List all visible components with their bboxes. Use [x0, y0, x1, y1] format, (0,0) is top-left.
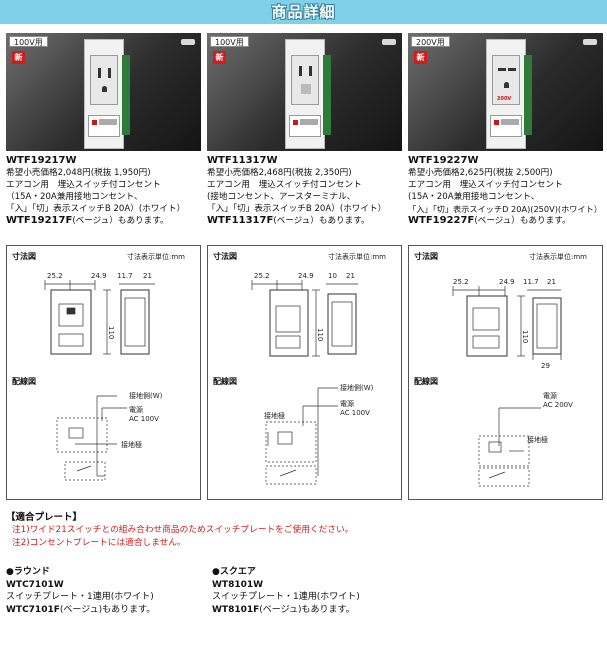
- power-label: 電源: [543, 391, 557, 400]
- plate-variant-model: WTC7101F: [6, 604, 60, 615]
- header-bar: 商品詳細: [0, 0, 607, 24]
- model-number: WTF19227W: [408, 155, 479, 166]
- dim-width: 21: [547, 278, 556, 286]
- new-badge: 新: [213, 51, 226, 64]
- plate-round: ●ラウンド WTC7101W スイッチプレート・1連用(ホワイト) WTC710…: [6, 566, 155, 616]
- variant-model: WTF19217F: [6, 215, 73, 226]
- plate-variant-model: WT8101F: [212, 604, 260, 615]
- product-photo-3: 200V用 新 200V: [408, 33, 603, 151]
- plate-variant-text: (ベージュ)もあります。: [59, 604, 156, 615]
- description-line: エアコン用 埋込スイッチ付コンセント: [6, 180, 161, 190]
- voltage-tag: 100V用: [210, 36, 249, 47]
- power-value: AC 200V: [543, 401, 573, 409]
- outlet-device-image: [279, 39, 331, 149]
- wiring-title: 配線図: [213, 376, 237, 386]
- description-line: 「入」「切」表示スイッチB 20A）(ホワイト）: [207, 204, 387, 214]
- price: 希望小売価格2,625円(税抜 2,500円): [408, 168, 553, 178]
- dim-width: 25.2: [47, 272, 63, 280]
- plate-heading: ●ラウンド: [6, 567, 50, 577]
- plug-icon: [181, 39, 195, 45]
- unit-note: 寸法表示単位:mm: [127, 252, 185, 261]
- dimension-title: 寸法図: [213, 251, 237, 261]
- dimension-title: 寸法図: [414, 251, 438, 261]
- dim-height: 110: [316, 328, 324, 341]
- voltage-tag: 100V用: [9, 36, 48, 47]
- power-value: AC 100V: [340, 409, 370, 417]
- product-spec-2: WTF11317W 希望小売価格2,468円(税抜 2,350円) エアコン用 …: [207, 155, 407, 227]
- dim-width: 24.9: [298, 272, 314, 280]
- price: 希望小売価格2,048円(税抜 1,950円): [6, 168, 151, 178]
- earth-label: 接地極: [121, 440, 142, 449]
- plate-desc: スイッチプレート・1連用(ホワイト): [212, 592, 360, 602]
- ground-label: 接地側(W): [129, 391, 163, 400]
- voltage-marking: 200V: [497, 96, 512, 102]
- power-label: 電源: [129, 405, 143, 414]
- model-number: WTF11317W: [207, 155, 278, 166]
- dim-width: 21: [143, 272, 152, 280]
- wiring-title: 配線図: [414, 376, 438, 386]
- variant-model: WTF19227F: [408, 215, 475, 226]
- unit-note: 寸法表示単位:mm: [529, 252, 587, 261]
- dim-width: 25.2: [453, 278, 469, 286]
- plate-heading: ●スクエア: [212, 567, 256, 577]
- plate-model: WT8101W: [212, 579, 264, 590]
- description-line: (接地コンセント、アースターミナル、: [207, 192, 356, 202]
- earth-label: 接地極: [527, 435, 548, 444]
- plug-icon: [382, 39, 396, 45]
- plug-icon: [583, 39, 597, 45]
- dim-width: 11.7: [117, 272, 133, 280]
- variant-text: (ベージュ）もあります。: [72, 216, 169, 226]
- plate-variant-text: (ベージュ)もあります。: [259, 604, 355, 615]
- wiring-title: 配線図: [12, 376, 36, 386]
- description-line: エアコン用 埋込スイッチ付コンセント: [408, 180, 563, 190]
- dim-height: 110: [107, 326, 115, 339]
- note-2: 注2)コンセントプレートには適合しません。: [12, 538, 186, 548]
- dim-height: 110: [521, 330, 529, 343]
- outlet-device-image: 200V: [480, 39, 532, 149]
- page-title: 商品詳細: [271, 3, 336, 21]
- new-badge: 新: [414, 51, 427, 64]
- drawing-panel-1: 寸法図 寸法表示単位:mm 25.2 24.9 11.7 21 110: [6, 245, 201, 500]
- plate-square: ●スクエア WT8101W スイッチプレート・1連用(ホワイト) WT8101F…: [212, 566, 360, 616]
- compatible-plates-section: 【適合プレート】 注1)ワイド21スイッチとの組み合わせ商品のためスイッチプレー…: [6, 512, 606, 550]
- description-line: (15A・20A兼用接地コンセント、: [408, 192, 540, 202]
- variant-model: WTF11317F: [207, 215, 274, 226]
- power-label: 電源: [340, 399, 354, 408]
- plate-desc: スイッチプレート・1連用(ホワイト): [6, 592, 154, 602]
- ground-label: 接地側(W): [340, 383, 374, 392]
- drawing-panel-3: 寸法図 寸法表示単位:mm 25.2 24.9 11.7 21 110 29 配…: [408, 245, 603, 500]
- product-spec-3: WTF19227W 希望小売価格2,625円(税抜 2,500円) エアコン用 …: [408, 155, 607, 227]
- variant-text: (ベージュ）もあります。: [273, 216, 370, 226]
- note-1: 注1)ワイド21スイッチとの組み合わせ商品のためスイッチプレートをご使用ください…: [12, 525, 354, 535]
- dim-width: 10: [328, 272, 337, 280]
- price: 希望小売価格2,468円(税抜 2,350円): [207, 168, 352, 178]
- dim-width: 24.9: [91, 272, 107, 280]
- dim-width: 21: [346, 272, 355, 280]
- power-value: AC 100V: [129, 415, 159, 423]
- new-badge: 新: [12, 51, 25, 64]
- product-spec-1: WTF19217W 希望小売価格2,048円(税抜 1,950円) エアコン用 …: [6, 155, 206, 227]
- drawing-panel-2: 寸法図 寸法表示単位:mm 25.2 24.9 10 21 110 配線図 接地…: [207, 245, 402, 500]
- dim-width: 24.9: [499, 278, 515, 286]
- description-line: （15A・20A兼用接地コンセント、: [6, 192, 143, 202]
- unit-note: 寸法表示単位:mm: [328, 252, 386, 261]
- dim-bottom: 29: [541, 362, 550, 370]
- product-photo-2: 100V用 新: [207, 33, 402, 151]
- description-line: エアコン用 埋込スイッチ付コンセント: [207, 180, 362, 190]
- section-title: 【適合プレート】: [6, 512, 83, 523]
- dim-width: 11.7: [523, 278, 539, 286]
- product-photo-1: 100V用 新: [6, 33, 201, 151]
- dimension-title: 寸法図: [12, 251, 36, 261]
- plate-model: WTC7101W: [6, 579, 64, 590]
- dim-width: 25.2: [254, 272, 270, 280]
- description-line: 「入」「切」表示スイッチB 20A）(ホワイト）: [6, 204, 186, 214]
- voltage-tag: 200V用: [411, 36, 450, 47]
- model-number: WTF19217W: [6, 155, 77, 166]
- variant-text: (ベージュ）もあります。: [474, 216, 571, 226]
- earth-label: 接地極: [264, 411, 285, 420]
- outlet-device-image: [78, 39, 130, 149]
- description-line: 「入」「切」表示スイッチD 20A)(250V)(ホワイト）: [408, 204, 603, 214]
